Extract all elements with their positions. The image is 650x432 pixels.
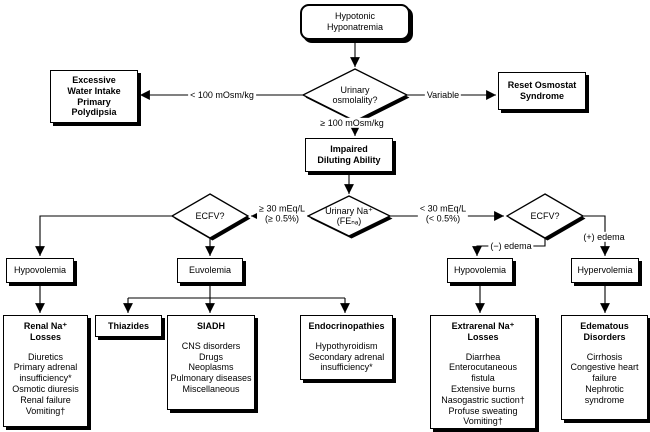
node-impaired-diluting-ability: Impaired Diluting Ability	[305, 138, 393, 172]
box-title: Renal Na⁺ Losses	[23, 321, 68, 342]
edge-label-pos-edema: (+) edema	[581, 231, 627, 243]
node-extrarenal-na-losses: Extrarenal Na⁺ Losses Diarrhea Enterocut…	[430, 315, 536, 429]
node-reset-osmostat-syndrome: Reset Osmostat Syndrome	[498, 72, 586, 110]
edge-label-lt-30-meq: < 30 mEq/L (< 0.5%)	[417, 203, 469, 225]
node-excessive-water-intake: Excessive Water Intake Primary Polydipsi…	[50, 70, 138, 123]
node-euvolemia: Euvolemia	[177, 258, 243, 283]
box-items: CNS disorders Drugs Neoplasms Pulmonary …	[170, 340, 252, 394]
node-endocrinopathies: Endocrinopathies Hypothyroidism Secondar…	[300, 315, 393, 380]
edge-label-neg-edema: (−) edema	[488, 240, 534, 252]
box-title: Extrarenal Na⁺ Losses	[451, 321, 515, 342]
urinary-na-diamond	[306, 195, 393, 239]
node-hypotonic-hyponatremia: Hypotonic Hyponatremia	[300, 4, 410, 40]
edge-label-lt-100-mosm: < 100 mOsm/kg	[188, 89, 256, 101]
edge-label-ge-30-meq: ≥ 30 mEq/L (≥ 0.5%)	[257, 203, 307, 225]
ecfv-right-diamond	[505, 193, 586, 241]
node-edematous-disorders: Edematous Disorders Cirrhosis Congestive…	[561, 315, 648, 420]
box-items: Diuretics Primary adrenal insufficiency*…	[12, 351, 79, 416]
node-hypovolemia-right: Hypovolemia	[447, 258, 513, 283]
ecfv-left-diamond	[170, 193, 251, 241]
box-title: Edematous Disorders	[580, 321, 629, 342]
box-items: Diarrhea Enterocutaneous fistula Extensi…	[441, 351, 525, 427]
box-title: Endocrinopathies	[308, 321, 385, 331]
decision-ecfv-left: ECFV?	[195, 210, 225, 221]
box-items: Cirrhosis Congestive heart failure Nephr…	[570, 351, 639, 405]
node-renal-na-losses: Renal Na⁺ Losses Diuretics Primary adren…	[3, 315, 88, 427]
edge-label-ge-100-mosm: ≥ 100 mOsm/kg	[318, 117, 386, 129]
node-hypovolemia-left: Hypovolemia	[6, 258, 74, 283]
edge-label-variable: Variable	[424, 89, 462, 101]
decision-urinary-osmolality: Urinary osmolality?	[332, 84, 378, 105]
decision-ecfv-right: ECFV?	[530, 210, 560, 221]
node-thiazides: Thiazides	[95, 315, 162, 337]
decision-urinary-na: Urinary Na⁺ (FEₙₐ)	[325, 205, 373, 226]
node-siadh: SIADH CNS disorders Drugs Neoplasms Pulm…	[167, 315, 255, 410]
node-hypervolemia: Hypervolemia	[571, 258, 639, 283]
box-items: Hypothyroidism Secondary adrenal insuffi…	[308, 340, 385, 373]
box-title: SIADH	[196, 321, 225, 331]
